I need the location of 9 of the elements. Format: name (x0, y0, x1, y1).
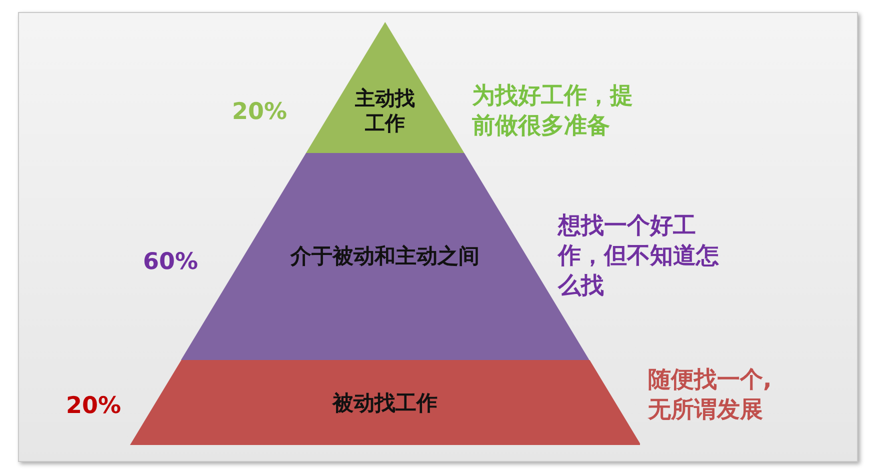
percentage-label: 60% (143, 248, 198, 277)
tier-label: 介于被动和主动之间 (289, 243, 480, 270)
tier-description: 想找一个好工作，但不知道怎么找 (558, 212, 720, 301)
tier-label: 主动找工作 (354, 86, 416, 136)
percentage-label: 20% (66, 392, 122, 421)
percentage-label: 20% (232, 98, 288, 127)
tier-description: 随便找一个,无所谓发展 (648, 366, 773, 425)
tier-description: 为找好工作，提前做很多准备 (472, 82, 634, 141)
tier-label: 被动找工作 (330, 390, 438, 416)
